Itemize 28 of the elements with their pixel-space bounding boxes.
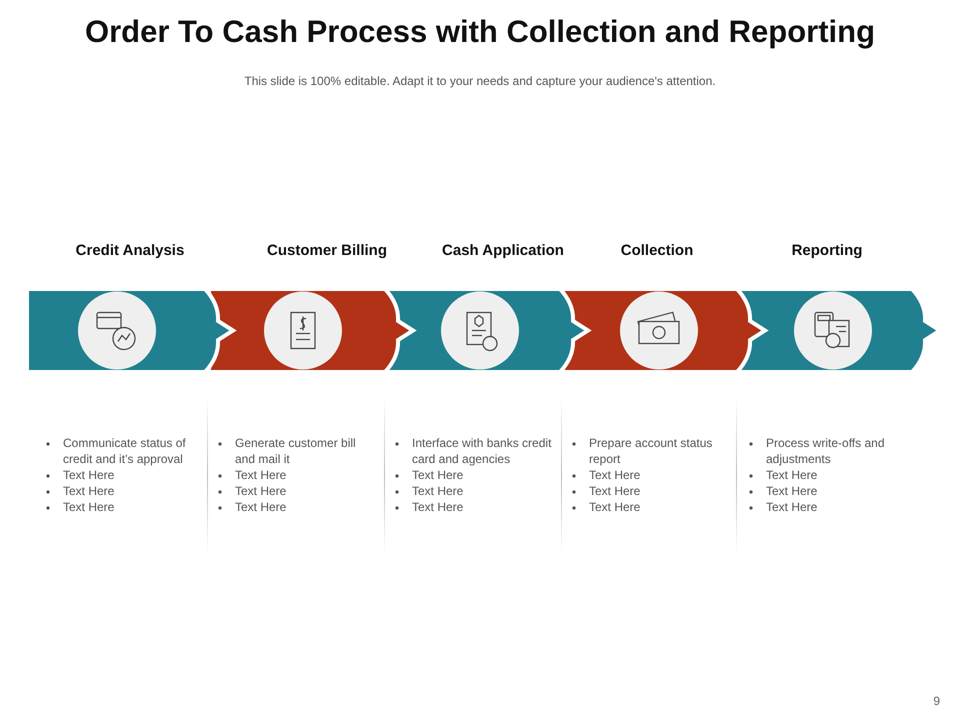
bullet-text: Text Here (63, 484, 114, 498)
bullet-text: Process write-offs and adjustments (766, 436, 884, 466)
bullet-text: Text Here (235, 468, 286, 482)
step-heading: Reporting (792, 242, 862, 259)
bullet-text: Text Here (412, 500, 464, 514)
bullet-text: Text Here (766, 468, 818, 482)
bullet-text: Communicate status of credit and it’s approval (63, 436, 186, 466)
bullet-text: Text Here (63, 500, 114, 514)
bullet-text: Generate customer bill and mail it (235, 436, 356, 466)
bullet-text: Text Here (235, 484, 286, 498)
bullet-text: Text Here (589, 500, 640, 514)
bullet-text: Text Here (412, 468, 464, 482)
subtitle-text: This slide is 100% editable. Adapt it to your needs and capture your audience's attention. (243, 74, 717, 88)
step-heading: Credit Analysis (76, 242, 184, 259)
slide-title: Order To Cash Process with Collection and Reporting (84, 14, 876, 50)
step-heading: Collection (620, 242, 694, 259)
step-heading: Customer Billing (267, 242, 387, 259)
bullet-text: Text Here (235, 500, 286, 514)
page-number: 9 (932, 694, 940, 708)
bullet-text: Text Here (63, 468, 114, 482)
bullet-text: Text Here (766, 500, 818, 514)
bullet-text: Text Here (589, 484, 640, 498)
bullet-text: Prepare account status report (589, 436, 712, 466)
step-heading: Cash Application (442, 242, 564, 259)
bullet-text: Interface with banks credit card and agencies (412, 436, 552, 466)
bullet-text: Text Here (412, 484, 464, 498)
bullet-text: Text Here (766, 484, 818, 498)
bullet-text: Text Here (589, 468, 640, 482)
